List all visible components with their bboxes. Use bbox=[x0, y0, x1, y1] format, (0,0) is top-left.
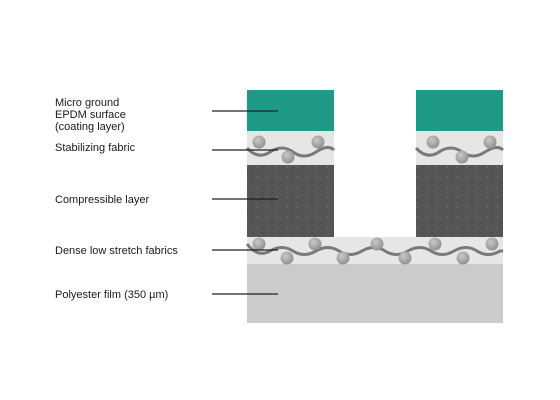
label-coating-line2: EPDM surface bbox=[55, 109, 126, 121]
coating-layer-right bbox=[416, 90, 503, 131]
left-column bbox=[245, 90, 336, 237]
dense-fabric-threads bbox=[252, 237, 499, 265]
compressible-layer-right bbox=[416, 165, 503, 237]
label-compressible-layer: Compressible layer bbox=[55, 194, 149, 206]
dense-fabric-layer bbox=[245, 237, 503, 265]
label-stabilizing-fabric: Stabilizing fabric bbox=[55, 142, 136, 154]
polyester-film-layer bbox=[247, 264, 503, 323]
right-column bbox=[414, 90, 505, 237]
label-polyester-film: Polyester film (350 µm) bbox=[55, 289, 168, 301]
label-coating-line3: (coating layer) bbox=[55, 121, 125, 133]
label-coating-line1: Micro ground bbox=[55, 97, 119, 109]
label-dense-fabrics: Dense low stretch fabrics bbox=[55, 245, 178, 257]
compressible-layer-left bbox=[247, 165, 334, 237]
